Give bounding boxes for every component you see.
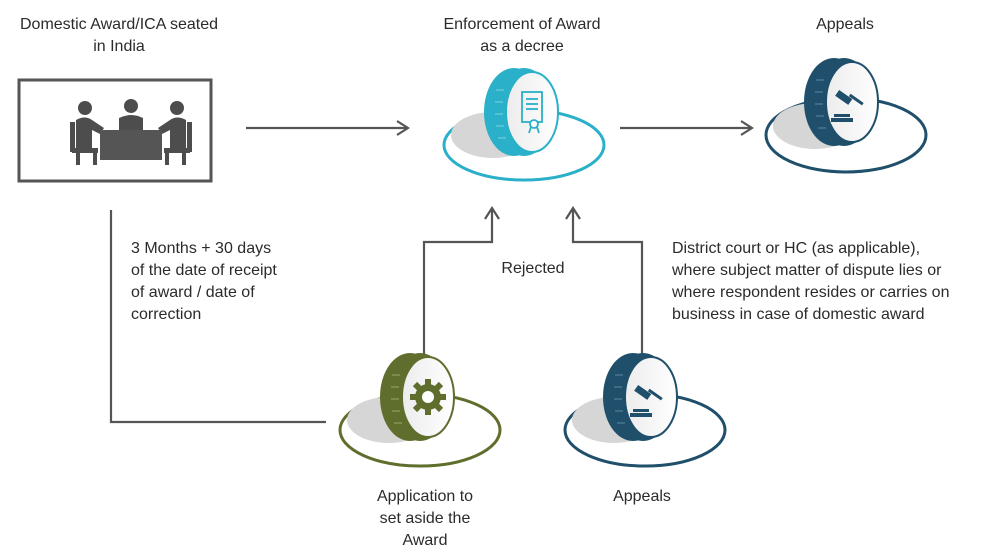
application-label: Application to set aside the Award xyxy=(376,488,474,549)
rejected-label: Rejected xyxy=(501,260,565,277)
gavel-icon xyxy=(630,384,663,417)
appeals-bottom-coin xyxy=(563,353,727,468)
certificate-icon xyxy=(521,91,543,134)
jurisdiction-note: District court or HC (as applicable), wh… xyxy=(672,240,950,323)
time-limit-note: 3 Months + 30 days of the date of receip… xyxy=(131,240,277,323)
line-award-to-application xyxy=(109,210,326,424)
gavel-icon xyxy=(831,89,864,122)
arrow-application-to-enforcement xyxy=(422,208,492,368)
enforcement-coin xyxy=(442,68,606,182)
domestic-award-box xyxy=(17,78,213,183)
arrow-appeals-to-enforcement xyxy=(573,208,644,380)
enforcement-label: Enforcement of Award as a decree xyxy=(443,16,601,55)
application-coin xyxy=(338,353,502,468)
appeals-bottom-label: Appeals xyxy=(613,488,671,505)
appeals-top-coin xyxy=(764,58,928,174)
meeting-icon xyxy=(70,99,192,165)
gear-icon xyxy=(410,379,446,415)
appeals-top-label: Appeals xyxy=(816,16,874,33)
domestic-award-label: Domestic Award/ICA seated in India xyxy=(19,16,219,55)
